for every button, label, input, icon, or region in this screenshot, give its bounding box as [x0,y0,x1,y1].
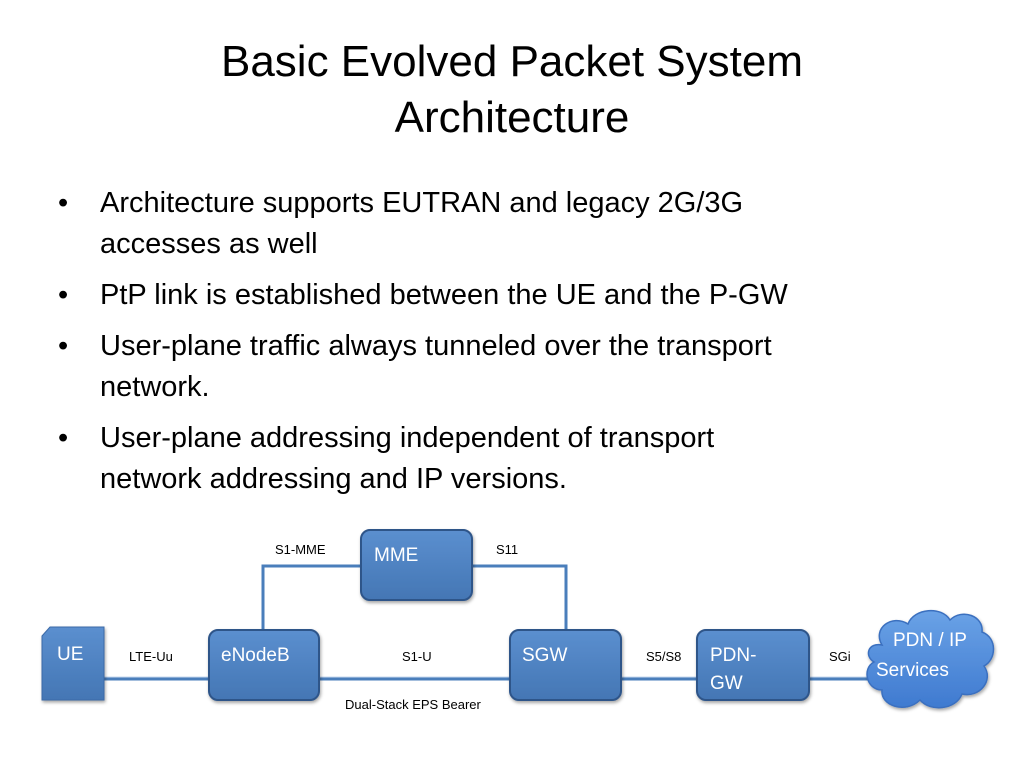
link-mme-sgw [472,564,568,632]
bullet-dot: • [58,187,69,219]
node-pdn-services: PDN / IP Services [866,610,995,709]
bullet-list: • Architecture supports EUTRAN and legac… [58,183,958,510]
node-ue: UE [41,626,105,701]
pdn-services-label-line-2: Services [876,660,949,681]
bullet-item: • User-plane addressing independent of t… [58,418,958,500]
node-enodeb: eNodeB [208,629,320,701]
title-line-1: Basic Evolved Packet System [220,37,803,86]
interface-label-s11: S11 [496,542,518,557]
sgw-label: SGW [522,645,567,666]
interface-label-sgi: SGi [829,649,851,664]
link-group [104,564,872,681]
bullet-item: • User-plane traffic always tunneled ove… [58,326,958,408]
node-pdn-gw: PDN- GW [696,629,810,701]
bullet-text-line: network addressing and IP versions. [100,463,567,495]
mme-box [360,529,473,601]
enodeb-box [208,629,320,701]
bearer-label: Dual-Stack EPS Bearer [345,697,482,712]
bullet-text-line: User-plane traffic always tunneled over … [100,330,772,362]
mme-label: MME [374,545,418,566]
pdn-gw-box [696,629,810,701]
bullet-dot: • [58,279,69,311]
interface-label-s1-mme: S1-MME [275,542,326,557]
title-line-2: Architecture [394,93,630,142]
cloud-icon [866,610,995,709]
bullet-item: • PtP link is established between the UE… [58,275,958,316]
interface-label-s5-s8: S5/S8 [646,649,681,664]
slide-title: Basic Evolved Packet System Architecture [0,34,1024,146]
sgw-box [509,629,622,701]
ue-label: UE [57,644,83,665]
interface-label-s1-u: S1-U [402,649,432,664]
node-mme: MME [360,529,473,601]
bullet-text-line: accesses as well [100,228,318,260]
bullet-text-line: PtP link is established between the UE a… [100,279,788,311]
pdn-gw-label-line-2: GW [710,673,743,694]
node-sgw: SGW [509,629,622,701]
interface-label-lte-uu: LTE-Uu [129,649,173,664]
enodeb-label: eNodeB [221,645,290,666]
pdn-services-label-line-1: PDN / IP [893,630,967,651]
pdn-gw-label-line-1: PDN- [710,645,756,666]
bullet-text-line: User-plane addressing independent of tra… [100,422,715,454]
bullet-dot: • [58,330,69,362]
bullet-item: • Architecture supports EUTRAN and legac… [58,183,958,265]
bullet-dot: • [58,422,69,454]
link-enodeb-mme [261,564,362,632]
bullet-text-line: network. [100,371,210,403]
bullet-text-line: Architecture supports EUTRAN and legacy … [100,187,744,219]
ue-device-icon [41,626,105,701]
